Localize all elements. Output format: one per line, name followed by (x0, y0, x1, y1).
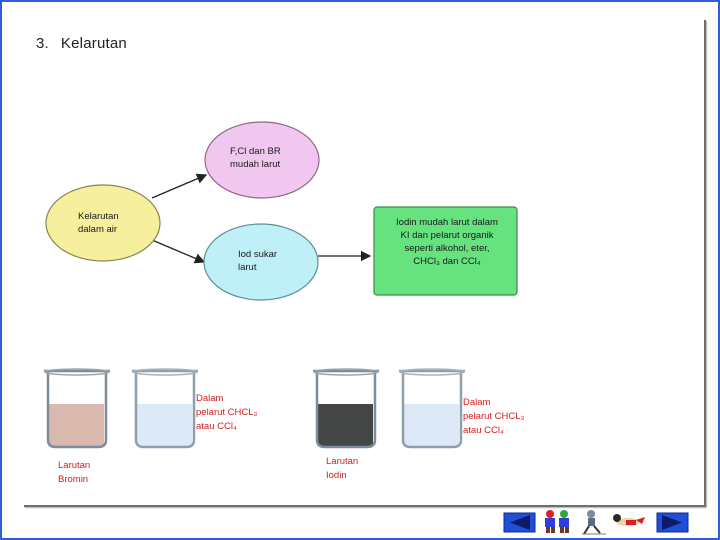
caption-line: Larutan (326, 456, 359, 467)
node-start (45, 184, 161, 262)
node-soluble-line: mudah larut (230, 159, 281, 170)
beaker-iodine-solvent (399, 368, 465, 449)
arrow-start-to-insoluble (151, 239, 206, 264)
node-soluble-label: F,Cl dan BR mudah larut (230, 145, 281, 171)
beaker-bromine-solvent (132, 368, 198, 449)
node-insoluble-label: Iod sukar larut (238, 248, 277, 274)
prev-slide-button[interactable] (503, 512, 536, 533)
flying-hero-icon (613, 514, 645, 526)
arrow-start-to-soluble (151, 173, 208, 199)
caption-line: Iodin (326, 470, 347, 481)
caption-line: atau CCl₄ (463, 425, 504, 436)
caption-bromine: Larutan Bromin (58, 459, 90, 487)
caption-line: Larutan (58, 460, 91, 471)
node-start-line: dalam air (78, 224, 118, 235)
node-soluble (204, 121, 320, 199)
node-result-label: Iodin mudah larut dalam KI dan pelarut o… (388, 216, 506, 268)
page-title: 3. Kelarutan (36, 35, 127, 52)
node-result-line: KI dan pelarut organik (400, 230, 494, 241)
caption-bromine-solvent: Dalam pelarut CHCL₃ atau CCl₄ (196, 392, 257, 434)
beaker-bromine (44, 368, 110, 449)
beaker-iodine (313, 368, 379, 449)
left-arrow-icon (510, 515, 530, 530)
caption-line: pelarut CHCL₃ (463, 411, 525, 422)
right-arrow-icon (662, 515, 682, 530)
node-start-line: Kelarutan (78, 211, 119, 222)
caption-iodine-solvent: Dalam pelarut CHCL₃ atau CCl₄ (463, 396, 524, 438)
node-result (373, 206, 518, 296)
node-result-line: seperti alkohol, eter, (404, 243, 490, 254)
section-number: 3. (36, 35, 49, 52)
node-insoluble (203, 223, 319, 301)
caption-line: Bromin (58, 474, 89, 485)
caption-line: pelarut CHCL₃ (196, 407, 258, 418)
caption-line: Dalam (463, 397, 491, 408)
node-start-label: Kelarutan dalam air (78, 210, 119, 236)
node-insoluble-line: larut (238, 262, 257, 273)
node-soluble-line: F,Cl dan BR (230, 146, 281, 157)
caption-line: atau CCl₄ (196, 421, 237, 432)
content-panel (24, 20, 706, 507)
section-title: Kelarutan (60, 35, 127, 52)
node-result-line: Iodin mudah larut dalam (396, 217, 498, 228)
caption-line: Dalam (196, 393, 224, 404)
caption-iodine: Larutan Iodin (326, 455, 358, 483)
walking-robot-icon (582, 510, 606, 535)
next-slide-button[interactable] (656, 512, 689, 533)
node-result-line: CHCl₃ dan CCl₄ (413, 256, 481, 267)
node-insoluble-line: Iod sukar (238, 249, 278, 260)
mario-brothers-icon (545, 510, 569, 533)
